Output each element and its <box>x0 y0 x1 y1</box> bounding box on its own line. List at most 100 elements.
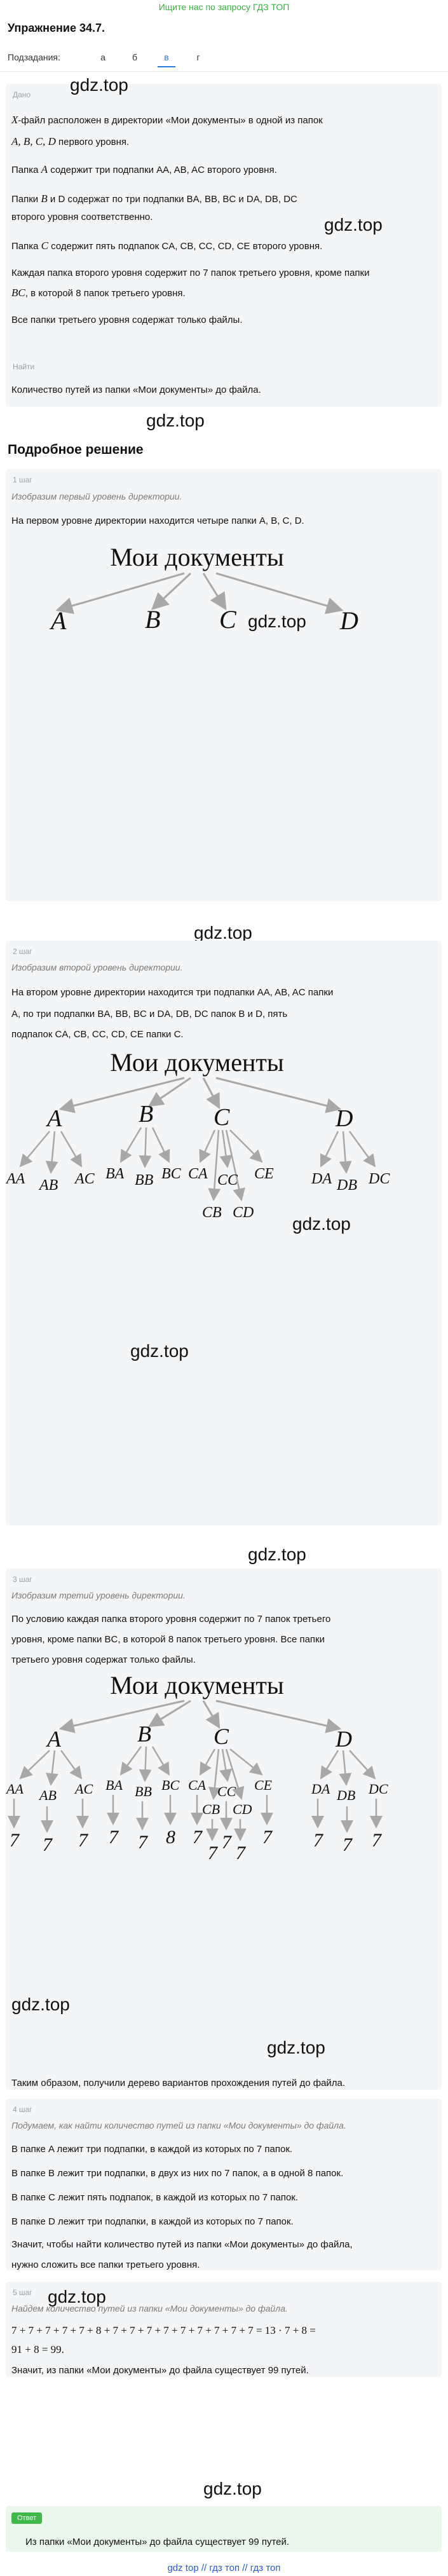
step4-line-6: нужно сложить все папки третьего уровня. <box>11 2259 200 2270</box>
tree-root: Мои документы <box>110 1048 284 1077</box>
tree-node-ba: BA <box>105 1777 123 1793</box>
watermark: gdz.top <box>130 1341 189 1361</box>
find-card <box>6 356 442 407</box>
step3-text-2: уровня, кроме папки BC, в которой 8 папо… <box>11 1634 325 1645</box>
tree-node-ac: AC <box>74 1781 93 1797</box>
step2-card <box>6 941 442 1525</box>
tree-node-cb: CB <box>202 1204 222 1221</box>
tree-level1-diagram: Мои документы A B C D <box>49 543 358 635</box>
subtask-tab-g[interactable]: г <box>196 52 200 62</box>
level3-count: 7 <box>236 1843 247 1864</box>
tree-node-db: DB <box>336 1787 355 1803</box>
watermark: gdz.top <box>267 2038 325 2057</box>
subtask-tab-v[interactable]: в <box>158 52 175 67</box>
tree-node-aa: AA <box>5 1781 24 1797</box>
tree-node-da: DA <box>311 1171 332 1187</box>
level3-count: 7 <box>222 1832 233 1853</box>
tree-node-d: D <box>335 1105 353 1132</box>
tree-node-cd: CD <box>233 1204 254 1221</box>
tree-node-aa: AA <box>5 1171 25 1187</box>
tree-root: Мои документы <box>110 1671 284 1700</box>
level3-count: 7 <box>43 1834 53 1855</box>
tree-node-ca: CA <box>188 1166 208 1182</box>
step2-intro: Изобразим второй уровень директории. <box>11 962 183 972</box>
step1-card <box>6 469 442 901</box>
step4-intro: Подумаем, как найти количество путей из … <box>11 2120 346 2130</box>
tree-node-dc: DC <box>368 1781 388 1797</box>
watermark: gdz.top <box>48 2287 106 2307</box>
tree-node-dc: DC <box>368 1171 390 1187</box>
step5-equation-2: 91 + 8 = 99. <box>11 2343 64 2355</box>
given-line-3: Папка A содержит три подпапки AA, AB, AC… <box>11 163 277 175</box>
find-text: Количество путей из папки «Мои документы… <box>11 385 261 395</box>
given-label: Дано <box>13 90 31 99</box>
tree-node-bb: BB <box>135 1172 154 1189</box>
step5-intro: Найдем количество путей из папки «Мои до… <box>11 2303 288 2314</box>
tree-node-db: DB <box>336 1177 357 1194</box>
given-line-4: Папки B и D содержат по три подпапки BA,… <box>11 193 297 205</box>
level3-count: 7 <box>10 1830 20 1851</box>
step4-line-1: В папке A лежит три подпапки, в каждой и… <box>11 2144 293 2155</box>
step1-label: 1 шаг <box>13 475 32 484</box>
step3-text-1: По условию каждая папка второго уровня с… <box>11 1614 331 1625</box>
tree-node-d: D <box>339 606 358 635</box>
subtask-tab-a[interactable]: а <box>100 52 105 62</box>
watermark: gdz.top <box>146 411 205 430</box>
tree-node-c: C <box>214 1724 229 1749</box>
watermark: gdz.top <box>203 2479 262 2498</box>
step2-label: 2 шаг <box>13 947 32 956</box>
search-hint-link[interactable]: Ищите нас по запросу ГДЗ ТОП <box>158 2 290 12</box>
watermark: gdz.top <box>11 1994 70 2014</box>
level3-count: 7 <box>372 1830 383 1851</box>
step4-line-3: В папке C лежит пять подпапок, в каждой … <box>11 2192 299 2203</box>
tree-node-cb: CB <box>202 1801 220 1817</box>
tree-node-bb: BB <box>135 1783 152 1799</box>
tree-node-a: A <box>49 606 67 635</box>
given-line-1: X-файл расположен в директории «Мои доку… <box>11 114 323 126</box>
watermark: gdz.top <box>248 611 306 631</box>
step3-text-3: третьего уровня содержат только файлы. <box>11 1654 196 1665</box>
step5-label: 5 шаг <box>13 2288 32 2297</box>
answer-card <box>6 2506 442 2552</box>
tree-node-bc: BC <box>161 1166 182 1182</box>
step4-line-2: В папке B лежит три подпапки, в двух из … <box>11 2168 344 2179</box>
tree-node-c: C <box>219 605 237 634</box>
step1-text: На первом уровне директории находится че… <box>11 515 304 526</box>
page-title: Упражнение 34.7. <box>8 22 105 34</box>
step5-equation-1: 7 + 7 + 7 + 7 + 7 + 8 + 7 + 7 + 7 + 7 + … <box>11 2324 316 2336</box>
level3-count: 7 <box>78 1830 89 1851</box>
watermark: gdz.top <box>324 215 383 235</box>
watermark: gdz.top <box>292 1214 351 1234</box>
step1-intro: Изобразим первый уровень директории. <box>11 491 182 501</box>
tree-node-ac: AC <box>74 1171 95 1187</box>
step3-intro: Изобразим третий уровень директории. <box>11 1590 186 1600</box>
watermark: gdz.top <box>194 923 252 943</box>
tree-node-cc: CC <box>217 1783 236 1799</box>
tree-root: Мои документы <box>110 543 284 571</box>
tree-node-c: C <box>214 1104 230 1131</box>
level3-count: 8 <box>166 1827 175 1848</box>
footer-links[interactable]: gdz top // гдз топ // гдз топ <box>167 2563 281 2573</box>
tree-node-b: B <box>139 1101 153 1128</box>
step2-text-3: подпапок CA, CB, CC, CD, CE папки C. <box>11 1029 184 1040</box>
level3-count: 7 <box>208 1843 219 1864</box>
step3-label: 3 шаг <box>13 1575 32 1584</box>
tree-node-ce: CE <box>254 1777 273 1793</box>
given-line-9: Все папки третьего уровня содержат тольк… <box>11 315 243 325</box>
watermark: gdz.top <box>248 1544 306 1564</box>
given-line-6: Папка C содержит пять подпапок CA, CB, C… <box>11 240 323 252</box>
given-line-5: второго уровня соответственно. <box>11 212 153 222</box>
given-line-8: BC, в которой 8 папок третьего уровня. <box>11 287 186 299</box>
tree-node-ba: BA <box>105 1166 125 1182</box>
tree-node-cc: CC <box>217 1172 238 1189</box>
subtask-tab-b[interactable]: б <box>132 52 138 62</box>
level3-count: 7 <box>343 1834 353 1855</box>
level3-count: 7 <box>109 1827 119 1848</box>
divider <box>0 71 448 72</box>
given-card <box>6 84 442 364</box>
tree-node-ce: CE <box>254 1166 274 1182</box>
tree-level2-diagram: Мои документы A B C D AA AB AC BA BB BC … <box>5 1048 390 1221</box>
tree-node-ab: AB <box>38 1177 58 1194</box>
tree-node-ab: AB <box>38 1787 57 1803</box>
step2-text-2: A, по три подпапки BA, BB, BC и DA, DB, … <box>11 1009 288 1019</box>
